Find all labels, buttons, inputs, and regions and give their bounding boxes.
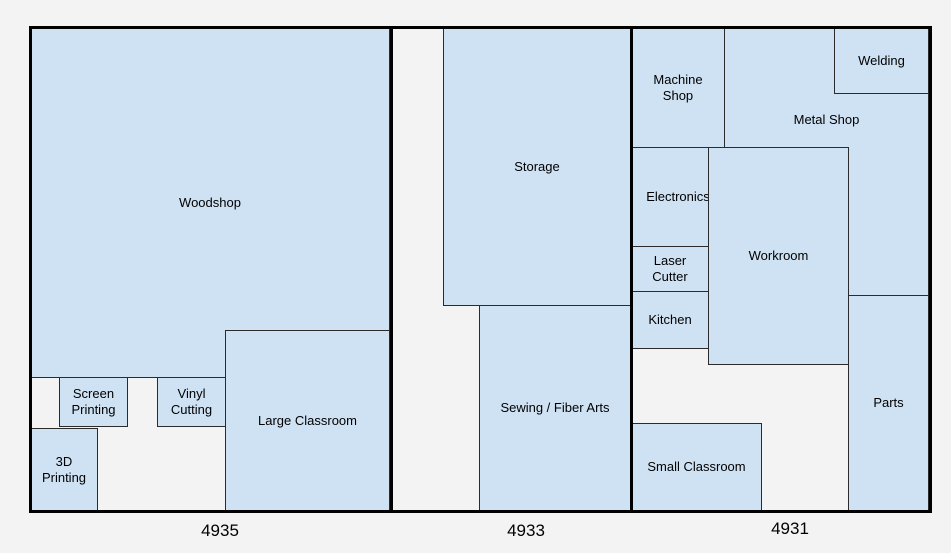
room-workroom[interactable]: Workroom [708, 147, 849, 365]
room-large-classroom[interactable]: Large Classroom [225, 330, 390, 511]
room-laser-cutter[interactable]: Laser Cutter [631, 246, 709, 292]
wall-segment [30, 377, 226, 378]
room-machine-shop[interactable]: Machine Shop [631, 28, 725, 148]
room-sewing-fiber-arts[interactable]: Sewing / Fiber Arts [479, 305, 631, 511]
room-storage[interactable]: Storage [443, 28, 631, 306]
room-3d-printing[interactable]: 3D Printing [30, 428, 98, 511]
room-parts[interactable]: Parts [848, 295, 929, 511]
building-label-4933: 4933 [507, 521, 545, 540]
building-label-4935: 4935 [201, 521, 239, 540]
woodshop-label: Woodshop [179, 195, 241, 210]
building-label-4931: 4931 [771, 519, 809, 538]
room-vinyl-cutting[interactable]: Vinyl Cutting [157, 377, 226, 427]
room-kitchen[interactable]: Kitchen [631, 291, 709, 349]
room-woodshop[interactable] [30, 28, 390, 378]
room-screen-printing[interactable]: Screen Printing [59, 377, 128, 427]
room-welding[interactable]: Welding [834, 28, 929, 94]
room-small-classroom[interactable]: Small Classroom [631, 423, 762, 511]
